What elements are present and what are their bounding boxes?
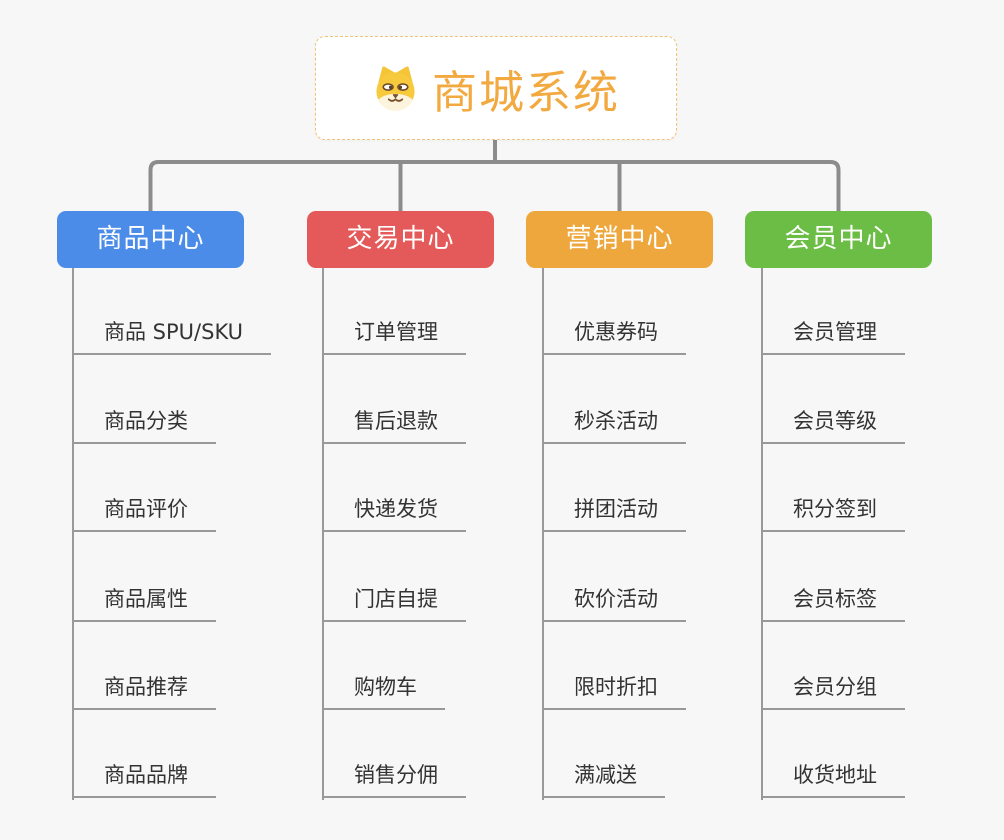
branch-marketing-center[interactable]: 营销中心	[526, 211, 713, 268]
branch-trade-children: 订单管理 售后退款 快递发货 门店自提 购物车 销售分佣	[322, 268, 466, 800]
branch-member-children: 会员管理 会员等级 积分签到 会员标签 会员分组 收货地址	[761, 268, 905, 800]
leaf-node[interactable]: 售后退款	[324, 406, 466, 444]
leaf-node[interactable]: 会员等级	[763, 406, 905, 444]
leaf-node[interactable]: 收货地址	[763, 760, 905, 798]
branch-product-children: 商品 SPU/SKU 商品分类 商品评价 商品属性 商品推荐 商品品牌	[72, 268, 272, 800]
leaf-node[interactable]: 商品 SPU/SKU	[74, 317, 272, 355]
root-title: 商城系统	[431, 65, 620, 119]
leaf-node[interactable]: 商品推荐	[74, 672, 216, 710]
leaf-node[interactable]: 商品评价	[74, 494, 216, 532]
leaf-node[interactable]: 会员管理	[763, 317, 905, 355]
leaf-node[interactable]: 门店自提	[324, 584, 466, 622]
leaf-node[interactable]: 商品品牌	[74, 760, 216, 798]
leaf-node[interactable]: 商品属性	[74, 584, 216, 622]
leaf-node[interactable]: 商品分类	[74, 406, 216, 444]
branch-member-center[interactable]: 会员中心	[745, 211, 932, 268]
leaf-node[interactable]: 优惠券码	[544, 317, 686, 355]
branch-trade-center[interactable]: 交易中心	[307, 211, 494, 268]
leaf-node[interactable]: 销售分佣	[324, 760, 466, 798]
leaf-node[interactable]: 限时折扣	[544, 672, 686, 710]
root-node[interactable]: 商城系统	[315, 36, 677, 140]
leaf-node[interactable]: 砍价活动	[544, 584, 686, 622]
leaf-node[interactable]: 满减送	[544, 760, 665, 798]
leaf-node[interactable]: 积分签到	[763, 494, 905, 532]
doge-icon	[376, 65, 415, 111]
leaf-node[interactable]: 会员分组	[763, 672, 905, 710]
branch-product-center[interactable]: 商品中心	[57, 211, 244, 268]
leaf-node[interactable]: 秒杀活动	[544, 406, 686, 444]
leaf-node[interactable]: 会员标签	[763, 584, 905, 622]
leaf-node[interactable]: 拼团活动	[544, 494, 686, 532]
leaf-node[interactable]: 订单管理	[324, 317, 466, 355]
branch-marketing-children: 优惠券码 秒杀活动 拼团活动 砍价活动 限时折扣 满减送	[542, 268, 686, 800]
leaf-node[interactable]: 购物车	[324, 672, 445, 710]
leaf-node[interactable]: 快递发货	[324, 494, 466, 532]
